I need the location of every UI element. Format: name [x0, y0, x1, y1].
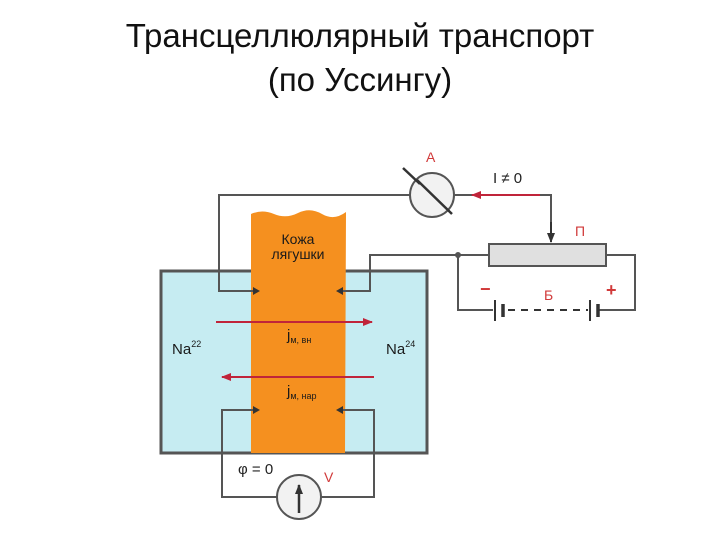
current-label: I ≠ 0 [493, 170, 522, 187]
title-line-2: (по Уссингу) [267, 61, 453, 98]
flux-in-label: jм, вн [286, 327, 311, 345]
ammeter [402, 167, 455, 218]
junction-node [455, 252, 461, 258]
voltmeter-label: V [324, 469, 334, 485]
flux-out-subscript: м, нар [290, 391, 316, 401]
electrode-tips [253, 287, 343, 414]
left-ion-symbol: Na [172, 341, 192, 358]
ammeter-label: A [426, 149, 436, 165]
potentiometer [488, 243, 607, 267]
battery-minus: − [480, 279, 491, 299]
flux-out-label: jм, нар [286, 383, 317, 401]
title-line-1: Трансцеллюлярный транспорт [125, 17, 595, 54]
right-ion-label: Na24 [386, 339, 415, 358]
voltage-circuit-wires [221, 409, 375, 498]
left-ion-isotope: 22 [191, 339, 201, 349]
flux-in-symbol: j [286, 327, 290, 344]
voltmeter [276, 474, 322, 520]
battery-plus: + [606, 280, 617, 300]
frog-skin-membrane [251, 210, 346, 453]
potentiometer-label: П [575, 223, 585, 239]
flux-out-symbol: j [286, 383, 290, 400]
potential-label: φ = 0 [238, 461, 273, 478]
right-ion-symbol: Na [386, 341, 406, 358]
skin-label-line-2: лягушки [271, 246, 324, 262]
right-ion-isotope: 24 [405, 339, 415, 349]
page-title: Трансцеллюлярный транспорт (по Уссингу) [0, 14, 720, 102]
skin-label-line-1: Кожа [282, 231, 315, 247]
battery [494, 300, 600, 321]
flux-in-subscript: м, вн [290, 335, 311, 345]
battery-label: Б [544, 287, 553, 303]
left-ion-label: Na22 [172, 339, 201, 358]
